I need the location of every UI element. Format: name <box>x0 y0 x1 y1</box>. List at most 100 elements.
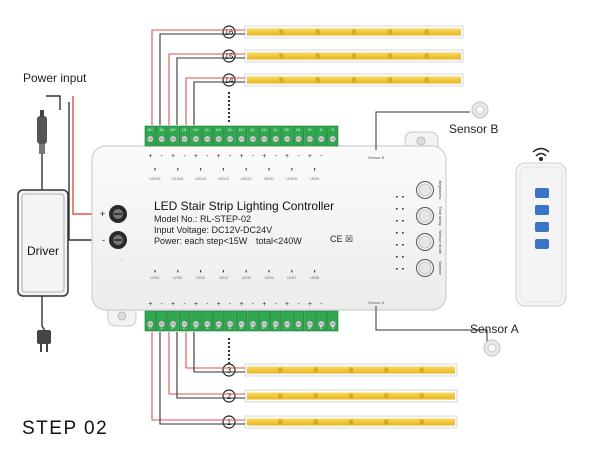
terminal: 11+ <box>258 125 270 147</box>
controller-button[interactable]: Number <box>416 259 444 277</box>
terminal-label: 11+ <box>261 128 267 132</box>
polarity-sign: + <box>194 153 198 160</box>
remote-button-4[interactable] <box>535 239 549 249</box>
controller-button[interactable]: Brightness <box>416 181 444 200</box>
indicator-dots <box>154 168 404 273</box>
terminal-label: 4- <box>228 326 232 330</box>
polarity-sign: + <box>308 301 312 308</box>
strip-number-16: 16 <box>222 25 236 39</box>
terminal: 11- <box>270 125 282 147</box>
polarity-sign: - <box>161 153 164 160</box>
terminal: 1+ <box>144 310 156 332</box>
total-power: total<240W <box>256 236 302 246</box>
terminal: 2+ <box>167 310 179 332</box>
channel-marker <box>177 270 179 273</box>
polarity-sign: + <box>194 301 198 308</box>
terminal-label: 5+ <box>239 326 243 330</box>
input-minus-sign: - <box>102 235 105 245</box>
continuation-dot <box>228 346 230 348</box>
terminal: 15- <box>178 125 191 147</box>
polarity-sign: + <box>285 301 289 308</box>
bottom-polarity-signs: +-+-+-+-+-+-+-+- <box>148 301 323 308</box>
terminal-label: 13+ <box>216 128 222 132</box>
polarity-sign: - <box>297 153 300 160</box>
terminal: 1- <box>156 310 168 332</box>
power-plus-sign: + <box>120 246 124 252</box>
channel-label: LED11 <box>264 177 275 181</box>
bottom-terminal-block: 1+1-2+2-3+3-4+4-5+5-6+6-7+7-8+8-S <box>144 310 339 332</box>
channel-label: LED1 <box>151 276 160 280</box>
continuation-dot <box>228 96 230 98</box>
continuation-dot <box>228 350 230 352</box>
terminal: 2- <box>178 310 191 332</box>
continuation-dot <box>228 342 230 344</box>
strip-number-text: 3 <box>227 366 232 375</box>
channel-marker <box>200 270 202 273</box>
remote-button-2[interactable] <box>535 205 549 215</box>
terminal: 7+ <box>281 310 293 332</box>
polarity-sign: + <box>239 301 243 308</box>
terminal: 14+ <box>190 125 202 147</box>
channel-marker <box>291 270 293 273</box>
terminal: 5- <box>247 310 259 332</box>
continuation-dot <box>228 112 230 114</box>
continuation-dot <box>228 92 230 94</box>
terminal: 16+ <box>144 125 156 147</box>
channel-label: LED3 <box>196 276 205 280</box>
polarity-sign: + <box>308 153 312 160</box>
channel-marker <box>314 270 316 273</box>
power-terminal-top <box>109 205 127 223</box>
channel-label: LED8 <box>310 276 319 280</box>
channel-label: LED2 <box>173 276 182 280</box>
polarity-sign: - <box>320 301 323 308</box>
terminal-label: 8- <box>320 326 324 330</box>
led-indicator <box>396 232 398 234</box>
strip-number-text: 16 <box>225 28 234 37</box>
remote-button-1[interactable] <box>535 188 549 198</box>
terminal: 6+ <box>258 310 270 332</box>
polarity-sign: - <box>252 301 255 308</box>
polarity-sign: + <box>285 153 289 160</box>
sensor-a <box>483 339 501 357</box>
strip-number-15: 15 <box>222 49 236 63</box>
terminal-label: 12+ <box>238 128 244 132</box>
wire-positive-15 <box>168 53 245 125</box>
channel-marker <box>222 168 224 171</box>
channel-label: LED9 <box>310 177 319 181</box>
terminal: 9+ <box>304 125 316 147</box>
polarity-sign: - <box>229 301 232 308</box>
strip-wires <box>151 29 245 425</box>
terminal-label: 5- <box>251 326 255 330</box>
terminal-label: 3- <box>206 326 210 330</box>
led-strip-14 <box>244 73 464 87</box>
led-indicator <box>402 208 404 210</box>
terminal: 10+ <box>281 125 293 147</box>
sensor-b-wire <box>375 111 470 150</box>
controller-button[interactable]: Time delay <box>416 206 444 226</box>
continuation-dot <box>228 338 230 340</box>
channel-marker <box>245 270 247 273</box>
wire-negative-2 <box>176 332 245 399</box>
top-terminal-block: 16+16-15+15-14+14-13+13-12+12-11+11-10+1… <box>144 125 339 147</box>
sensor-b-label: Sensor B <box>449 122 498 136</box>
remote-button-3[interactable] <box>535 222 549 232</box>
terminal-label: 16+ <box>147 128 153 132</box>
continuation-dot <box>228 116 230 118</box>
terminal: 14- <box>201 125 213 147</box>
terminal-label: S <box>331 326 334 330</box>
controller-button[interactable]: Sensor mode <box>416 230 444 255</box>
wire-positive-1 <box>151 332 245 421</box>
led-indicator <box>396 220 398 222</box>
sensor-a-wire <box>375 306 488 342</box>
terminal-label: 11- <box>273 128 279 132</box>
controller-title: LED Stair Strip Lighting Controller <box>154 199 334 213</box>
polarity-sign: + <box>148 301 152 308</box>
controller-button-label: Number <box>438 261 443 276</box>
power-terminal-bottom <box>109 231 127 249</box>
wireless-signal-icon <box>532 147 550 161</box>
strip-number-1: 1 <box>222 415 236 429</box>
terminal-label: 6- <box>274 326 278 330</box>
